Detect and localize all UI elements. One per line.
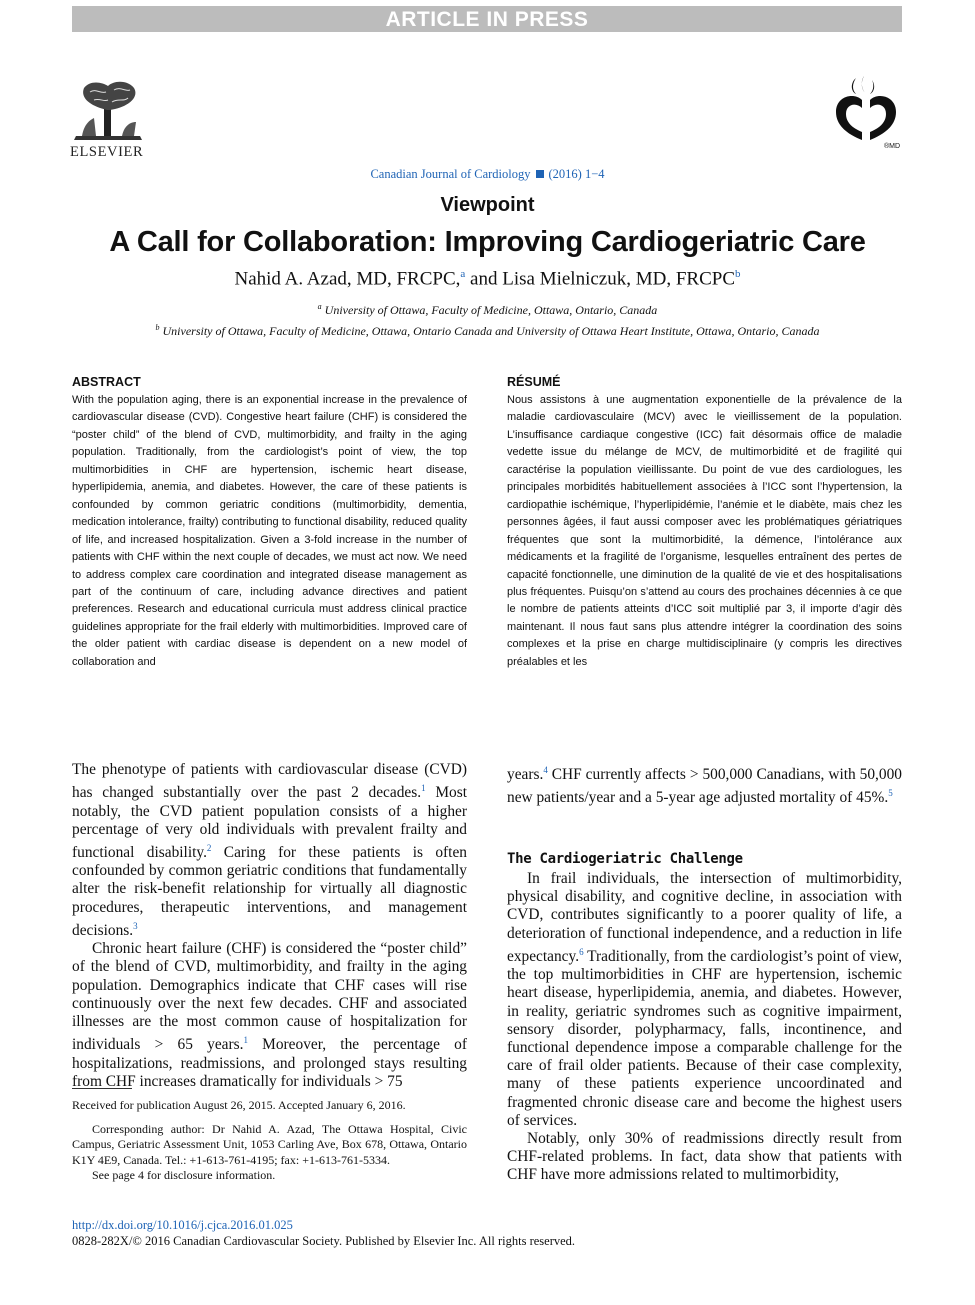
body-right-column-top: years.4 CHF currently affects > 500,000 …: [507, 761, 902, 808]
journal-name-link[interactable]: Canadian Journal of Cardiology: [370, 167, 531, 181]
body-text: Most notably, the CVD patient population…: [72, 784, 467, 862]
article-in-press-banner: ARTICLE IN PRESS: [72, 6, 902, 32]
body-left-column: The phenotype of patients with cardiovas…: [72, 761, 467, 1091]
body-text: Traditionally, from the cardiologist’s p…: [507, 947, 902, 1129]
body-text: Chronic heart failure (CHF) is considere…: [72, 940, 467, 1054]
separator-square-icon: [535, 170, 544, 178]
corresponding-author-note: Corresponding author: Dr Nahid A. Azad, …: [72, 1121, 467, 1167]
reference-link[interactable]: 3: [133, 920, 138, 931]
svg-text:®MD: ®MD: [884, 142, 900, 150]
body-text: Moreover, the percentage of hospitalizat…: [72, 1036, 467, 1090]
author-1-affiliation-link[interactable]: a: [460, 268, 466, 280]
body-text: years.: [507, 766, 544, 784]
resume-heading: RÉSUMÉ: [507, 375, 561, 389]
body-text: Caring for these patients is often confo…: [72, 844, 467, 939]
article-title: A Call for Collaboration: Improving Card…: [109, 226, 866, 258]
author-list: Nahid A. Azad, MD, FRCPC,a and Lisa Miel…: [0, 268, 975, 290]
body-text: The phenotype of patients with cardiovas…: [72, 761, 467, 802]
body-paragraph-3: In frail individuals, the intersection o…: [507, 870, 902, 1130]
abstract-text: With the population aging, there is an e…: [72, 394, 467, 668]
body-text: CHF currently affects > 500,000 Canadian…: [507, 766, 902, 807]
body-paragraph-2: Chronic heart failure (CHF) is considere…: [72, 940, 467, 1091]
copyright-notice: 0828-282X/© 2016 Canadian Cardiovascular…: [72, 1234, 576, 1248]
affiliation-b: b University of Ottawa, Faculty of Medic…: [0, 323, 975, 339]
disclosure-note: See page 4 for disclosure information.: [92, 1168, 276, 1182]
article-type: Viewpoint: [440, 194, 535, 216]
body-text: In frail individuals, the intersection o…: [507, 870, 902, 965]
body-paragraph-4: Notably, only 30% of readmissions direct…: [507, 1129, 902, 1184]
author-1: Nahid A. Azad, MD, FRCPC,: [234, 268, 461, 290]
journal-heart-logo-icon: ®MD: [826, 74, 906, 150]
body-right-column: In frail individuals, the intersection o…: [507, 870, 902, 1185]
body-paragraph-1: The phenotype of patients with cardiovas…: [72, 761, 467, 940]
section-heading: The Cardiogeriatric Challenge: [507, 851, 743, 867]
journal-issue: (2016) 1−4: [548, 167, 605, 181]
affiliation-a: a University of Ottawa, Faculty of Medic…: [0, 302, 975, 318]
received-note: Received for publication August 26, 2015…: [72, 1098, 406, 1112]
body-paragraph-continued: years.4 CHF currently affects > 500,000 …: [507, 761, 902, 808]
abstract-heading: ABSTRACT: [72, 375, 141, 389]
elsevier-tree-logo-icon: [70, 78, 146, 160]
doi-link[interactable]: http://dx.doi.org/10.1016/j.cjca.2016.01…: [72, 1218, 293, 1232]
reference-link[interactable]: 4: [543, 765, 548, 775]
resume-text: Nous assistons à une augmentation expone…: [507, 394, 902, 668]
reference-link[interactable]: 1: [243, 1035, 248, 1046]
journal-citation[interactable]: Canadian Journal of Cardiology (2016) 1−4: [0, 167, 975, 182]
affiliation-a-text: University of Ottawa, Faculty of Medicin…: [324, 303, 658, 317]
affiliation-b-mark: b: [155, 323, 160, 332]
author-2: and Lisa Mielniczuk, MD, FRCPC: [465, 268, 735, 290]
publisher-name: ELSEVIER: [70, 144, 144, 160]
author-2-affiliation-link[interactable]: b: [735, 268, 741, 280]
reference-link[interactable]: 1: [421, 783, 426, 794]
reference-link[interactable]: 6: [579, 946, 584, 957]
reference-link[interactable]: 2: [206, 842, 212, 853]
footnotes: Received for publication August 26, 2015…: [72, 1098, 467, 1184]
footnote-divider: [72, 1088, 132, 1089]
affiliation-b-text: University of Ottawa, Faculty of Medicin…: [162, 324, 820, 338]
affiliation-a-mark: a: [317, 302, 322, 311]
reference-link[interactable]: 5: [888, 788, 893, 799]
